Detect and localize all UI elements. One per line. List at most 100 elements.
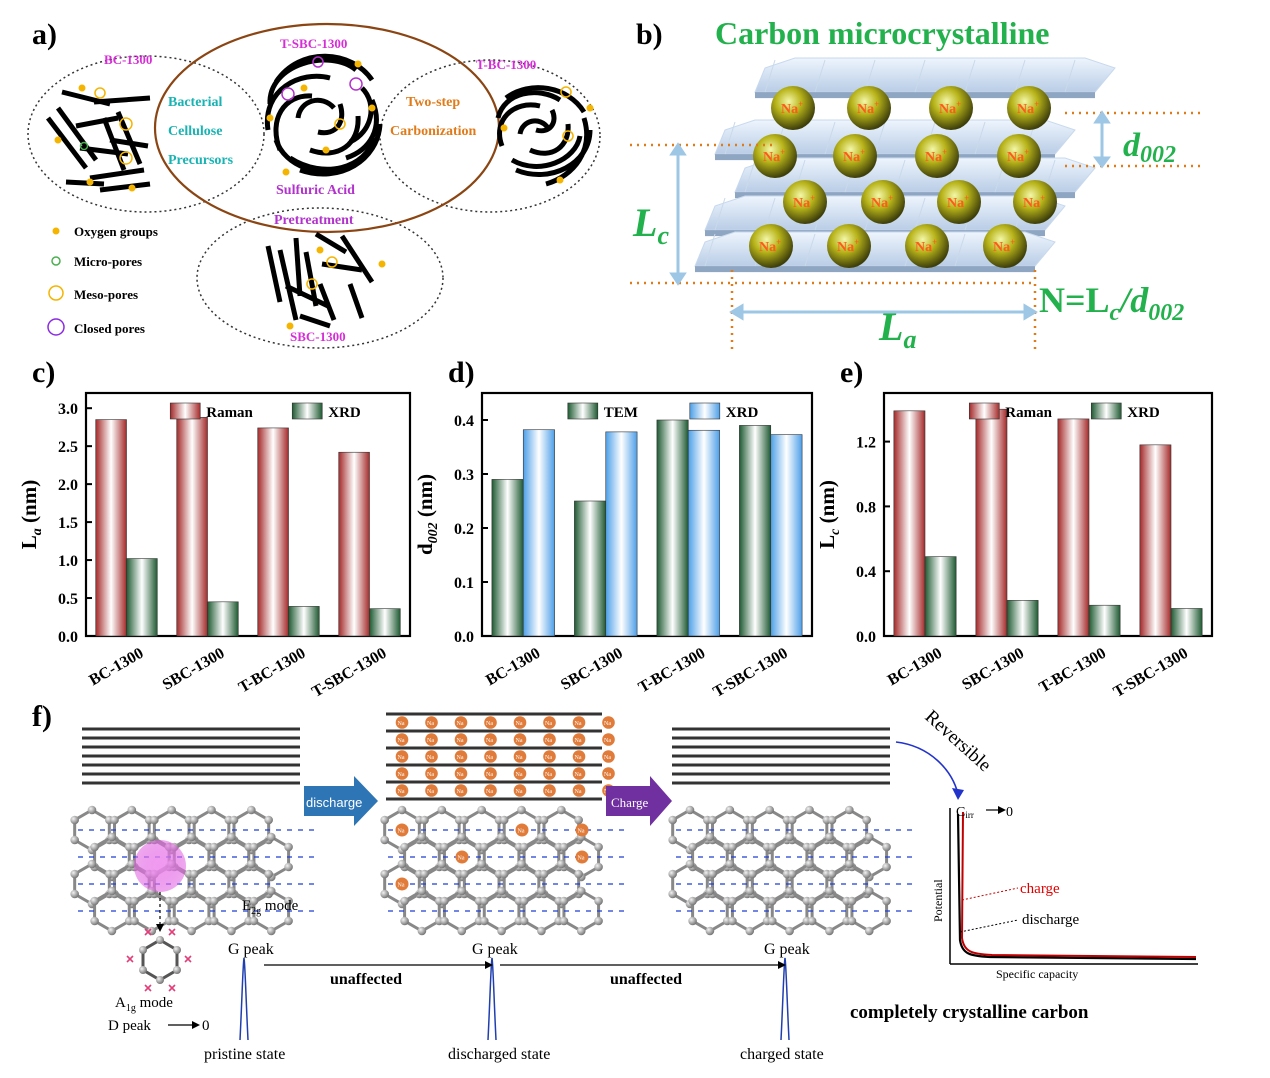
carbon-atom <box>187 926 196 936</box>
na-ion <box>454 716 468 729</box>
carbon-atom <box>807 896 817 906</box>
carbon-atom <box>765 859 774 869</box>
unaffected-arrowhead-1 <box>485 961 493 969</box>
carbon-atom <box>437 859 447 869</box>
na-ion-label: Na <box>516 772 523 778</box>
cirr-zero: 0 <box>1006 805 1013 820</box>
na-ion-label: Na+ <box>837 237 859 255</box>
bar-xrd-bc-1300 <box>522 429 555 637</box>
carbon-atom <box>70 815 79 825</box>
na-ion <box>515 823 529 837</box>
text-precursors: Precursors <box>168 153 234 168</box>
na-ion-label: Na <box>578 829 585 835</box>
panel-f-label: f) <box>32 700 52 733</box>
na-ion-label: Na <box>486 755 493 761</box>
na-ion <box>915 134 959 178</box>
text-bacterial: Bacterial <box>168 95 223 110</box>
bar-xrd-sbc-1300 <box>1006 600 1039 637</box>
carbon-atom <box>882 896 891 906</box>
panel-e-label: e) <box>840 356 864 389</box>
completely-crystalline-caption: completely crystalline carbon <box>850 1002 1089 1023</box>
carbon-atom <box>559 896 569 906</box>
x-tick-label: SBC-1300 <box>959 645 1027 694</box>
na-ion <box>572 716 586 729</box>
na-ion <box>997 134 1041 178</box>
bar-tem-bc-1300 <box>491 479 524 637</box>
unaffected-arrowhead-2 <box>778 961 786 969</box>
hex-edge <box>824 121 836 155</box>
graphene-lattice-charged <box>668 805 916 936</box>
legend-micro-pores: Micro-pores <box>74 254 142 269</box>
carbon-atom <box>130 916 139 926</box>
carbon-atom <box>537 926 546 936</box>
carbon-atom <box>825 886 834 896</box>
bar-tem-t-bc-1300 <box>656 419 689 637</box>
legend-closed-pores: Closed pores <box>74 321 145 336</box>
carbon-atom <box>594 842 603 852</box>
na-ion-label: Na+ <box>781 99 803 117</box>
na-ion <box>929 86 973 130</box>
carbon-atom <box>187 886 196 896</box>
na-ion-label: Na <box>575 789 582 795</box>
carbon-atom <box>107 886 117 896</box>
legend-swatch <box>567 402 599 420</box>
carbon-atom <box>827 815 837 825</box>
carbon-atom <box>397 859 407 869</box>
carbon-atom <box>70 835 79 845</box>
carbon-atom <box>497 832 506 842</box>
x-tick-label: T-SBC-1300 <box>309 645 389 700</box>
na-ion-label: Na+ <box>793 193 815 211</box>
na-ion-label: Na <box>427 755 434 761</box>
na-ion <box>395 823 409 837</box>
hex-edge <box>714 197 726 231</box>
sbc-sticks <box>265 231 375 329</box>
bar-raman-bc-1300 <box>893 410 926 637</box>
na-ion-label: Na <box>458 856 465 862</box>
y-tick-label: 0.0 <box>856 629 876 646</box>
na-ion-label: Na+ <box>915 237 937 255</box>
x-tick-label: T-SBC-1300 <box>710 645 790 700</box>
carbon-atom <box>748 815 757 825</box>
na-ion-label: Na+ <box>925 147 947 165</box>
carbon-atom <box>440 896 449 906</box>
discharged-state-label: discharged state <box>448 1046 550 1063</box>
plot-frame <box>480 391 814 638</box>
y-tick-label: 1.5 <box>58 515 78 532</box>
carbon-atom <box>479 916 489 926</box>
na-ion <box>861 180 905 224</box>
hex-edge <box>914 197 926 231</box>
carbon-atom <box>847 916 857 926</box>
hex-edge <box>1014 59 1026 93</box>
y-tick-label: 1.2 <box>856 435 876 452</box>
carbon-atom <box>266 926 276 936</box>
a1g-pointer-head <box>156 924 164 932</box>
g-peak-curve <box>239 957 249 1041</box>
hex-edge <box>914 59 926 93</box>
carbon-atom <box>437 805 447 815</box>
bar-raman-t-sbc-1300 <box>1139 444 1172 637</box>
tbc-swirl <box>495 85 593 187</box>
carbon-atom <box>668 869 677 879</box>
legend-label: XRD <box>1127 405 1160 421</box>
carbon-atom <box>862 869 871 879</box>
na-ion-label: Na <box>486 789 493 795</box>
carbon-atom <box>882 916 891 926</box>
carbon-atom <box>499 869 509 879</box>
carbon-atom <box>787 869 797 879</box>
carbon-atom <box>845 805 854 815</box>
na-ion <box>484 784 497 797</box>
d-peak-arrowhead <box>192 1021 200 1029</box>
carbon-atom <box>209 896 219 906</box>
carbon-atom <box>227 886 236 896</box>
na-ion <box>395 767 409 780</box>
na-ion-label: Na <box>486 738 493 744</box>
legend-meso-pores: Meso-pores <box>74 287 138 302</box>
carbon-atom <box>785 886 794 896</box>
charged-state-label: charged state <box>740 1046 824 1063</box>
carbon-atom <box>785 832 794 842</box>
legend-label: XRD <box>726 405 759 421</box>
na-ion-label: Na <box>457 721 464 727</box>
na-ion-label: Na <box>398 721 405 727</box>
carbon-atom <box>574 815 583 825</box>
